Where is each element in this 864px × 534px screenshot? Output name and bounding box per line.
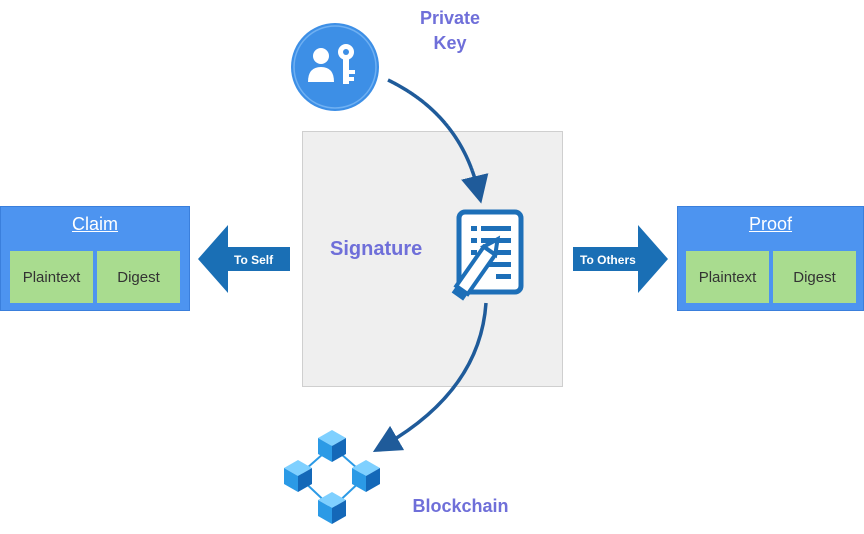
- to-others-label: To Others: [580, 253, 636, 267]
- private-key-label: Private Key: [400, 6, 500, 56]
- blockchain-label: Blockchain: [412, 496, 509, 516]
- to-self-arrow: [198, 225, 290, 293]
- proof-panel: Proof Plaintext Digest: [677, 206, 864, 311]
- to-self-label: To Self: [234, 253, 274, 267]
- to-others-arrow: [573, 225, 668, 293]
- claim-digest-cell: Digest: [97, 251, 180, 303]
- proof-digest-cell: Digest: [773, 251, 856, 303]
- signature-to-blockchain-arrow: [372, 302, 488, 453]
- key-to-signature-arrow: [387, 78, 489, 204]
- signature-label: Signature: [330, 238, 423, 260]
- claim-plaintext-cell: Plaintext: [10, 251, 93, 303]
- claim-panel: Claim Plaintext Digest: [0, 206, 190, 311]
- proof-plaintext-cell: Plaintext: [686, 251, 769, 303]
- private-key-icon: [290, 22, 380, 112]
- private-key-line1: Private: [419, 8, 481, 28]
- blockchain-icon: [276, 426, 388, 529]
- private-key-line2: Key: [433, 33, 467, 53]
- claim-title: Claim: [71, 214, 118, 234]
- document-pen-icon: [440, 208, 530, 313]
- proof-title: Proof: [748, 214, 793, 234]
